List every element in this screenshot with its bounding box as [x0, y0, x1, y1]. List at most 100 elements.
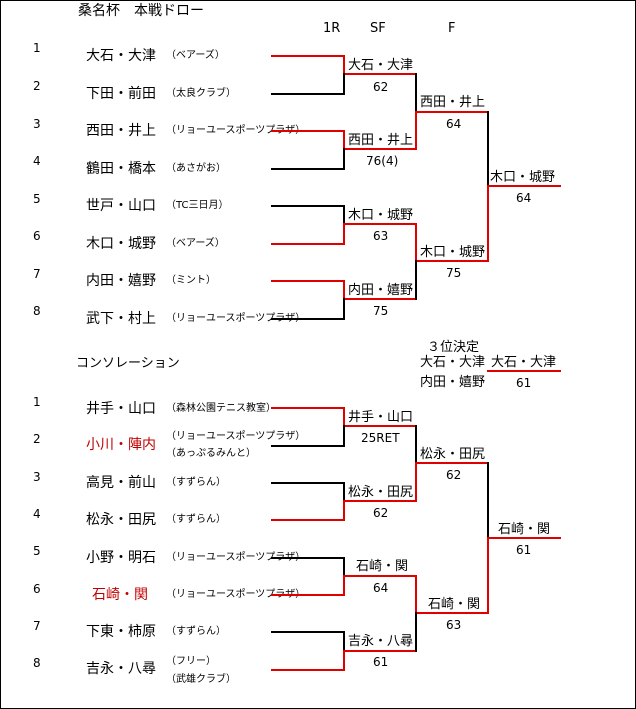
cons-seed-7: 7 [33, 619, 41, 633]
main-seed-1: 1 [33, 41, 41, 55]
main-seed-3: 3 [33, 117, 41, 131]
cons-seed-6: 6 [33, 582, 41, 596]
main-final-score: 64 [516, 191, 532, 205]
cons-sf-m2-winner: 石崎・関 [428, 597, 481, 612]
cons-player-3-club: （すずらん） [166, 477, 226, 488]
cons-player-2-club: （リョーユースポーツプラザ） [166, 431, 306, 442]
cons-final-line-bot [487, 537, 561, 614]
main-r1-m4-line-bot [271, 298, 345, 320]
main-r1-m3-line-bot [271, 223, 417, 245]
main-r1-m2-score: 76(4) [366, 154, 399, 168]
main-player-4-club: （あさがお） [166, 163, 226, 174]
cons-r1-m1-line-top [271, 407, 417, 427]
main-seed-5: 5 [33, 192, 41, 206]
cons-r1-m1-score: 25RET [361, 431, 400, 445]
cons-seed-4: 4 [33, 507, 41, 521]
cons-seed-5: 5 [33, 544, 41, 558]
third-place-p1: 大石・大津 [420, 355, 486, 370]
cons-r1-m4-score: 61 [373, 655, 389, 669]
round-header-1r: 1R [323, 21, 341, 36]
main-player-1-name: 大石・大津 [86, 48, 156, 64]
main-player-4-name: 鶴田・橋本 [86, 161, 156, 177]
cons-player-4-club: （すずらん） [166, 514, 226, 525]
cons-r1-m3-line-bot [271, 575, 417, 596]
cons-r1-m3-score: 64 [373, 581, 389, 595]
main-player-2-name: 下田・前田 [86, 86, 156, 102]
cons-sf-m1-winner: 松永・田尻 [420, 447, 486, 462]
cons-sf-m1-line-bot [415, 462, 489, 502]
cons-final-winner: 石崎・関 [498, 522, 551, 537]
cons-player-1-club: （森林公園テニス教室） [166, 403, 276, 414]
cons-r1-m3-winner: 石崎・関 [356, 559, 409, 574]
cons-r1-m2-line-bot [271, 500, 417, 521]
cons-r1-m1-line-bot [271, 425, 345, 447]
cons-r1-m3-line-top [271, 557, 345, 577]
cons-r1-m2-score: 62 [373, 506, 389, 520]
cons-player-2-club2: （あっぷるみんと） [166, 448, 256, 459]
main-sf-m1-score: 64 [446, 117, 462, 131]
round-header-f: F [448, 21, 456, 36]
cons-r1-m4-line-top [271, 631, 345, 652]
cons-player-6-club: （リョーユースポーツプラザ） [166, 589, 306, 600]
cons-player-3-name: 高見・前山 [86, 475, 156, 491]
main-player-8-name: 武下・村上 [86, 311, 156, 327]
cons-player-6-name: 石崎・関 [92, 587, 148, 603]
main-r1-m2-winner: 西田・井上 [348, 133, 414, 148]
cons-r1-m2-line-top [271, 482, 345, 502]
page-title: 桑名杯 本戦ドロー [78, 3, 204, 19]
main-r1-m4-line-top [271, 280, 417, 300]
main-player-7-club: （ミント） [166, 275, 216, 286]
main-player-5-club: （TC三日月） [166, 200, 229, 211]
cons-r1-m4-line-bot [271, 650, 417, 671]
cons-final-score: 61 [516, 543, 532, 557]
third-place-winner: 大石・大津 [491, 355, 557, 370]
main-r1-m4-score: 75 [373, 304, 389, 318]
cons-seed-2: 2 [33, 432, 41, 446]
main-r1-m3-winner: 木口・城野 [348, 208, 414, 223]
main-seed-8: 8 [33, 304, 41, 318]
main-seed-4: 4 [33, 154, 41, 168]
main-sf-m1-winner: 西田・井上 [420, 95, 486, 110]
main-player-8-club: （リョーユースポーツプラザ） [166, 313, 306, 324]
consolation-label: コンソレーション [76, 356, 180, 371]
main-final-line-bot [487, 185, 561, 262]
main-player-2-club: （太良クラブ） [166, 88, 236, 99]
main-player-7-name: 内田・嬉野 [86, 273, 156, 289]
cons-r1-m1-winner: 井手・山口 [348, 410, 414, 425]
cons-sf-m2-line-top [415, 575, 489, 614]
cons-player-7-club: （すずらん） [166, 626, 226, 637]
main-player-1-club: （ベアーズ） [166, 50, 225, 61]
main-r1-m1-score: 62 [373, 80, 389, 94]
cons-seed-3: 3 [33, 470, 41, 484]
cons-seed-8: 8 [33, 656, 41, 670]
third-place-label: ３位決定 [427, 340, 480, 355]
cons-sf-m2-score: 63 [446, 618, 462, 632]
round-header-sf: SF [370, 21, 386, 36]
main-r1-m1-line-bot [271, 73, 345, 95]
main-r1-m1-winner: 大石・大津 [348, 58, 414, 73]
main-r1-m3-score: 63 [373, 229, 389, 243]
cons-player-8-club2: （武雄クラブ） [166, 674, 236, 685]
main-player-6-name: 木口・城野 [86, 236, 156, 252]
cons-player-8-club: （フリー） [166, 656, 216, 667]
cons-player-5-club: （リョーユースポーツプラザ） [166, 552, 306, 563]
cons-seed-1: 1 [33, 395, 41, 409]
main-player-3-name: 西田・井上 [86, 123, 156, 139]
cons-player-1-name: 井手・山口 [86, 401, 156, 417]
main-r1-m2-line-bot [271, 148, 345, 170]
main-final-winner: 木口・城野 [490, 170, 556, 185]
main-seed-2: 2 [33, 79, 41, 93]
cons-player-7-name: 下東・柿原 [86, 624, 156, 640]
main-player-6-club: （ベアーズ） [166, 238, 225, 249]
cons-player-8-name: 吉永・八尋 [86, 661, 156, 677]
cons-r1-m4-winner: 吉永・八尋 [348, 634, 414, 649]
main-sf-m2-score: 75 [446, 266, 462, 280]
main-player-3-club: （リョーユースポーツプラザ） [166, 125, 306, 136]
cons-player-2-name: 小川・陣内 [86, 437, 156, 453]
main-r1-m4-winner: 内田・嬉野 [348, 283, 414, 298]
main-r1-m2-line-top [271, 130, 417, 150]
third-place-score: 61 [516, 376, 532, 390]
main-r1-m1-line-top [271, 55, 417, 75]
main-r1-m3-line-top [271, 205, 345, 225]
